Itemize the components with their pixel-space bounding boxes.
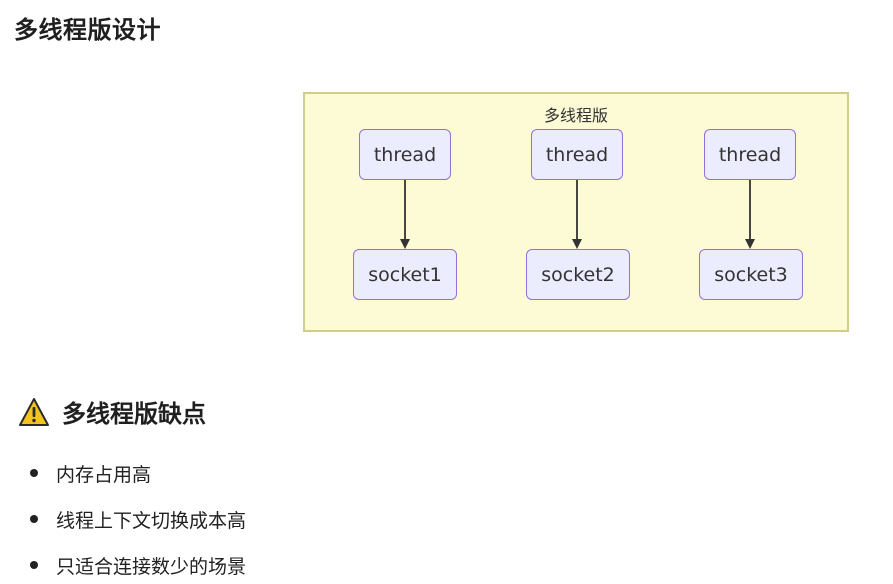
drawbacks-heading: 多线程版缺点 [18, 394, 206, 429]
list-item-text: 内存占用高 [56, 463, 152, 486]
warning-icon [18, 397, 50, 427]
node-thread-3: thread [704, 129, 796, 180]
drawbacks-list: 内存占用高 线程上下文切换成本高 只适合连接数少的场景 [30, 450, 246, 584]
list-item-text: 线程上下文切换成本高 [56, 509, 247, 532]
diagram-edges [400, 180, 755, 249]
bullet-dot [30, 515, 38, 523]
bullet-dot [30, 561, 38, 569]
list-item: 只适合连接数少的场景 [30, 542, 246, 584]
diagram-cluster: 多线程版 thread thread thread socket1 socket… [303, 92, 849, 332]
drawbacks-heading-text: 多线程版缺点 [62, 400, 206, 428]
node-socket-2: socket2 [526, 249, 630, 300]
page-title: 多线程版设计 [14, 16, 161, 44]
list-item: 内存占用高 [30, 450, 246, 496]
node-thread-1: thread [359, 129, 451, 180]
node-socket-3: socket3 [699, 249, 803, 300]
bullet-dot [30, 469, 38, 477]
cluster-label: 多线程版 [543, 106, 608, 125]
list-item: 线程上下文切换成本高 [30, 496, 246, 542]
node-socket-1: socket1 [353, 249, 457, 300]
list-item-text: 只适合连接数少的场景 [56, 555, 247, 578]
node-thread-2: thread [531, 129, 623, 180]
